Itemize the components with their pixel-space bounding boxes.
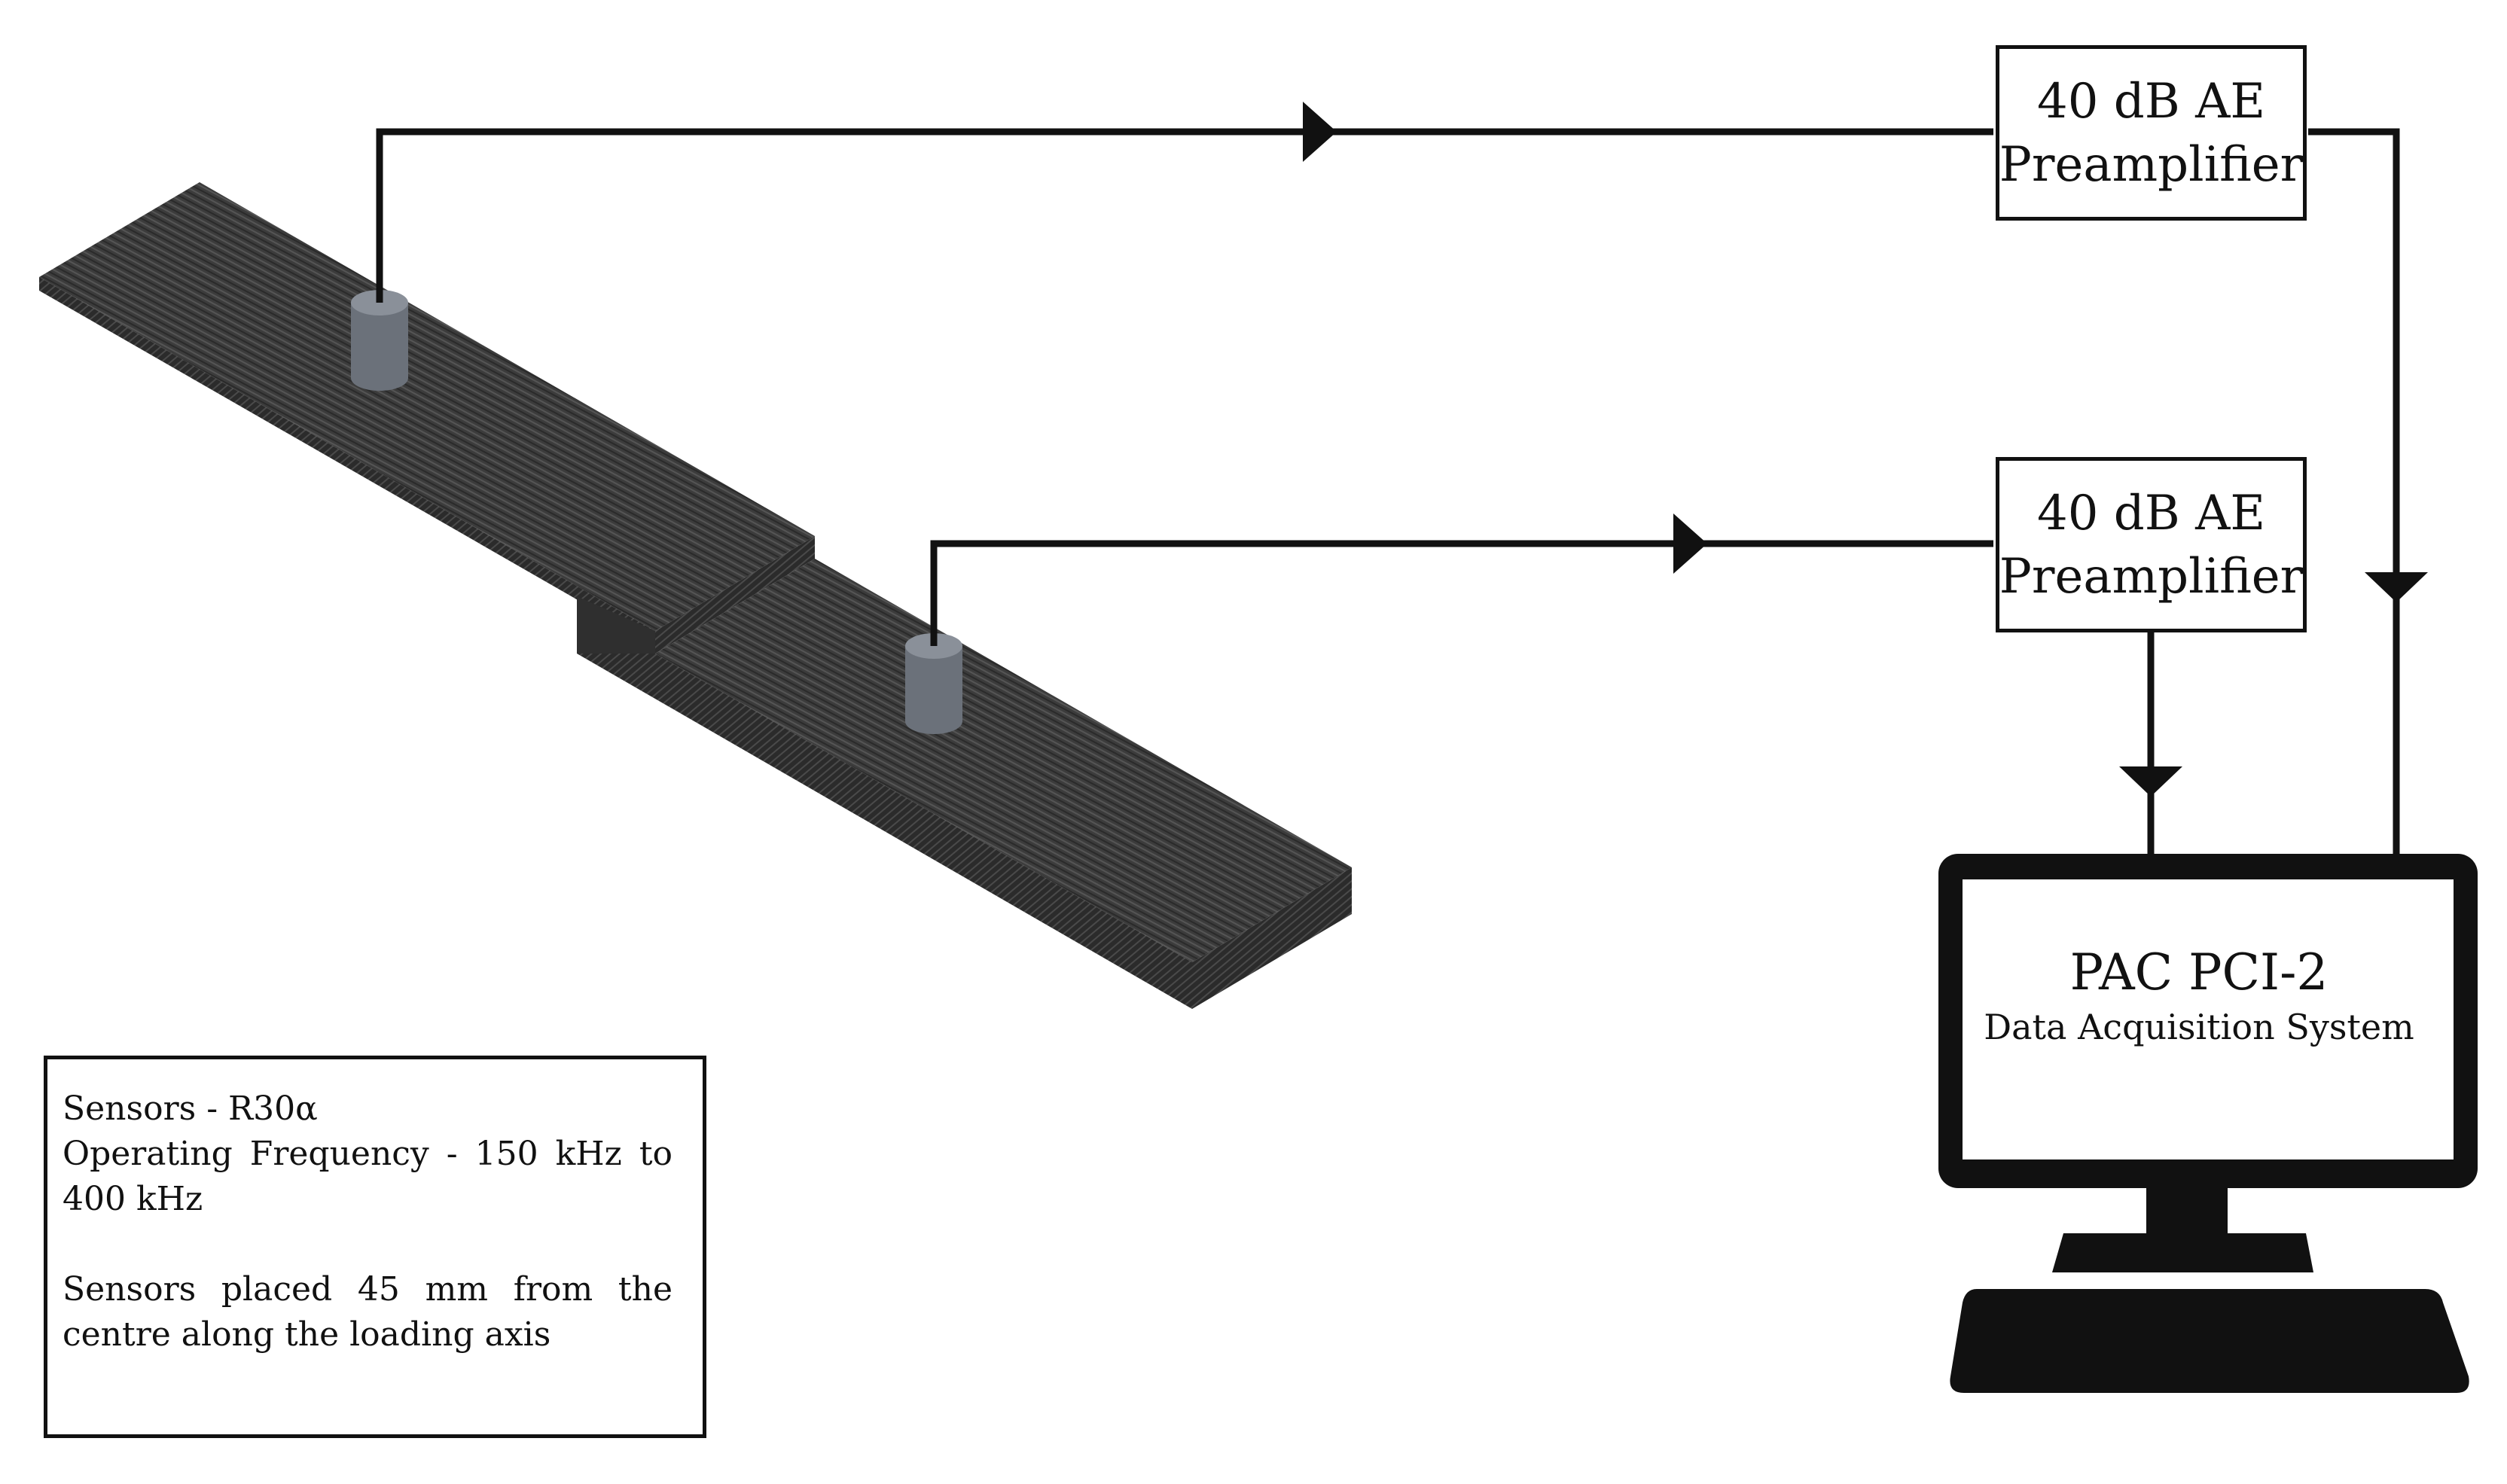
computer-icon <box>1938 854 2478 1393</box>
sensor-1 <box>351 290 408 391</box>
preamplifier-1-line1: 40 dB AE <box>2036 73 2266 130</box>
specimen-lower-strip <box>577 559 1352 1009</box>
arrow-preamp-1 <box>2365 572 2428 602</box>
preamplifier-2-line1: 40 dB AE <box>2036 485 2266 541</box>
info-sensors: Sensors - R30α <box>63 1089 318 1128</box>
daq-title: PAC PCI-2 <box>2069 943 2329 1001</box>
specimen-upper-strip <box>39 182 815 654</box>
arrow-cable-2 <box>1673 513 1707 574</box>
preamplifier-box-1: 40 dB AE Preamplifier <box>1996 45 2307 221</box>
cable-sensor-2 <box>930 540 1993 646</box>
daq-screen-label: PAC PCI-2 Data Acquisition System <box>1958 941 2440 1050</box>
preamplifier-1-line2: Preamplifier <box>1999 136 2304 193</box>
info-frequency: Operating Frequency - 150 kHz to 400 kHz <box>63 1135 672 1218</box>
sensor-info-box: Sensors - R30α Operating Frequency - 150… <box>44 1056 706 1438</box>
info-placement: Sensors placed 45 mm from the centre alo… <box>63 1270 672 1354</box>
sensor-2 <box>905 633 962 734</box>
daq-subtitle: Data Acquisition System <box>1984 1007 2414 1047</box>
preamplifier-2-line2: Preamplifier <box>1999 548 2304 605</box>
preamplifier-box-2: 40 dB AE Preamplifier <box>1996 457 2307 632</box>
cable-preamp-1-to-daq <box>2308 128 2400 858</box>
arrow-preamp-2 <box>2119 766 2182 797</box>
arrow-cable-1 <box>1303 102 1337 162</box>
cable-sensor-1 <box>376 128 1993 303</box>
